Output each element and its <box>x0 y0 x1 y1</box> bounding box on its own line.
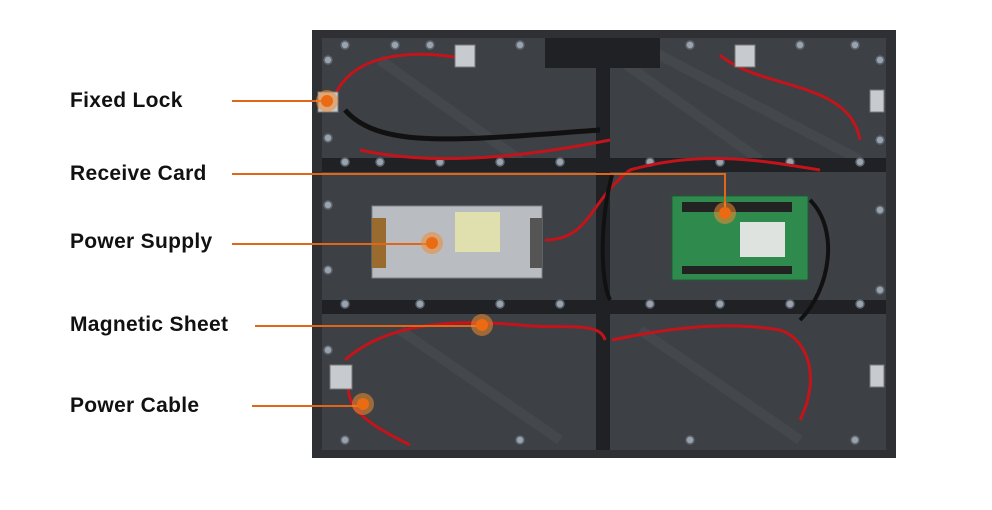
receive-card <box>671 195 809 281</box>
label-magnetic-sheet: Magnetic Sheet <box>70 313 229 336</box>
fixed-lock-brackets <box>317 44 885 390</box>
receive-card-leader-line <box>232 173 726 212</box>
panel-texture <box>377 45 863 445</box>
power-supply-unit <box>371 205 543 279</box>
label-fixed-lock: Fixed Lock <box>70 89 183 112</box>
label-power-supply: Power Supply <box>70 230 213 253</box>
callout-lines <box>232 100 726 407</box>
label-power-cable: Power Cable <box>70 394 200 417</box>
label-receive-card: Receive Card <box>70 162 207 185</box>
callout-markers <box>316 90 736 415</box>
